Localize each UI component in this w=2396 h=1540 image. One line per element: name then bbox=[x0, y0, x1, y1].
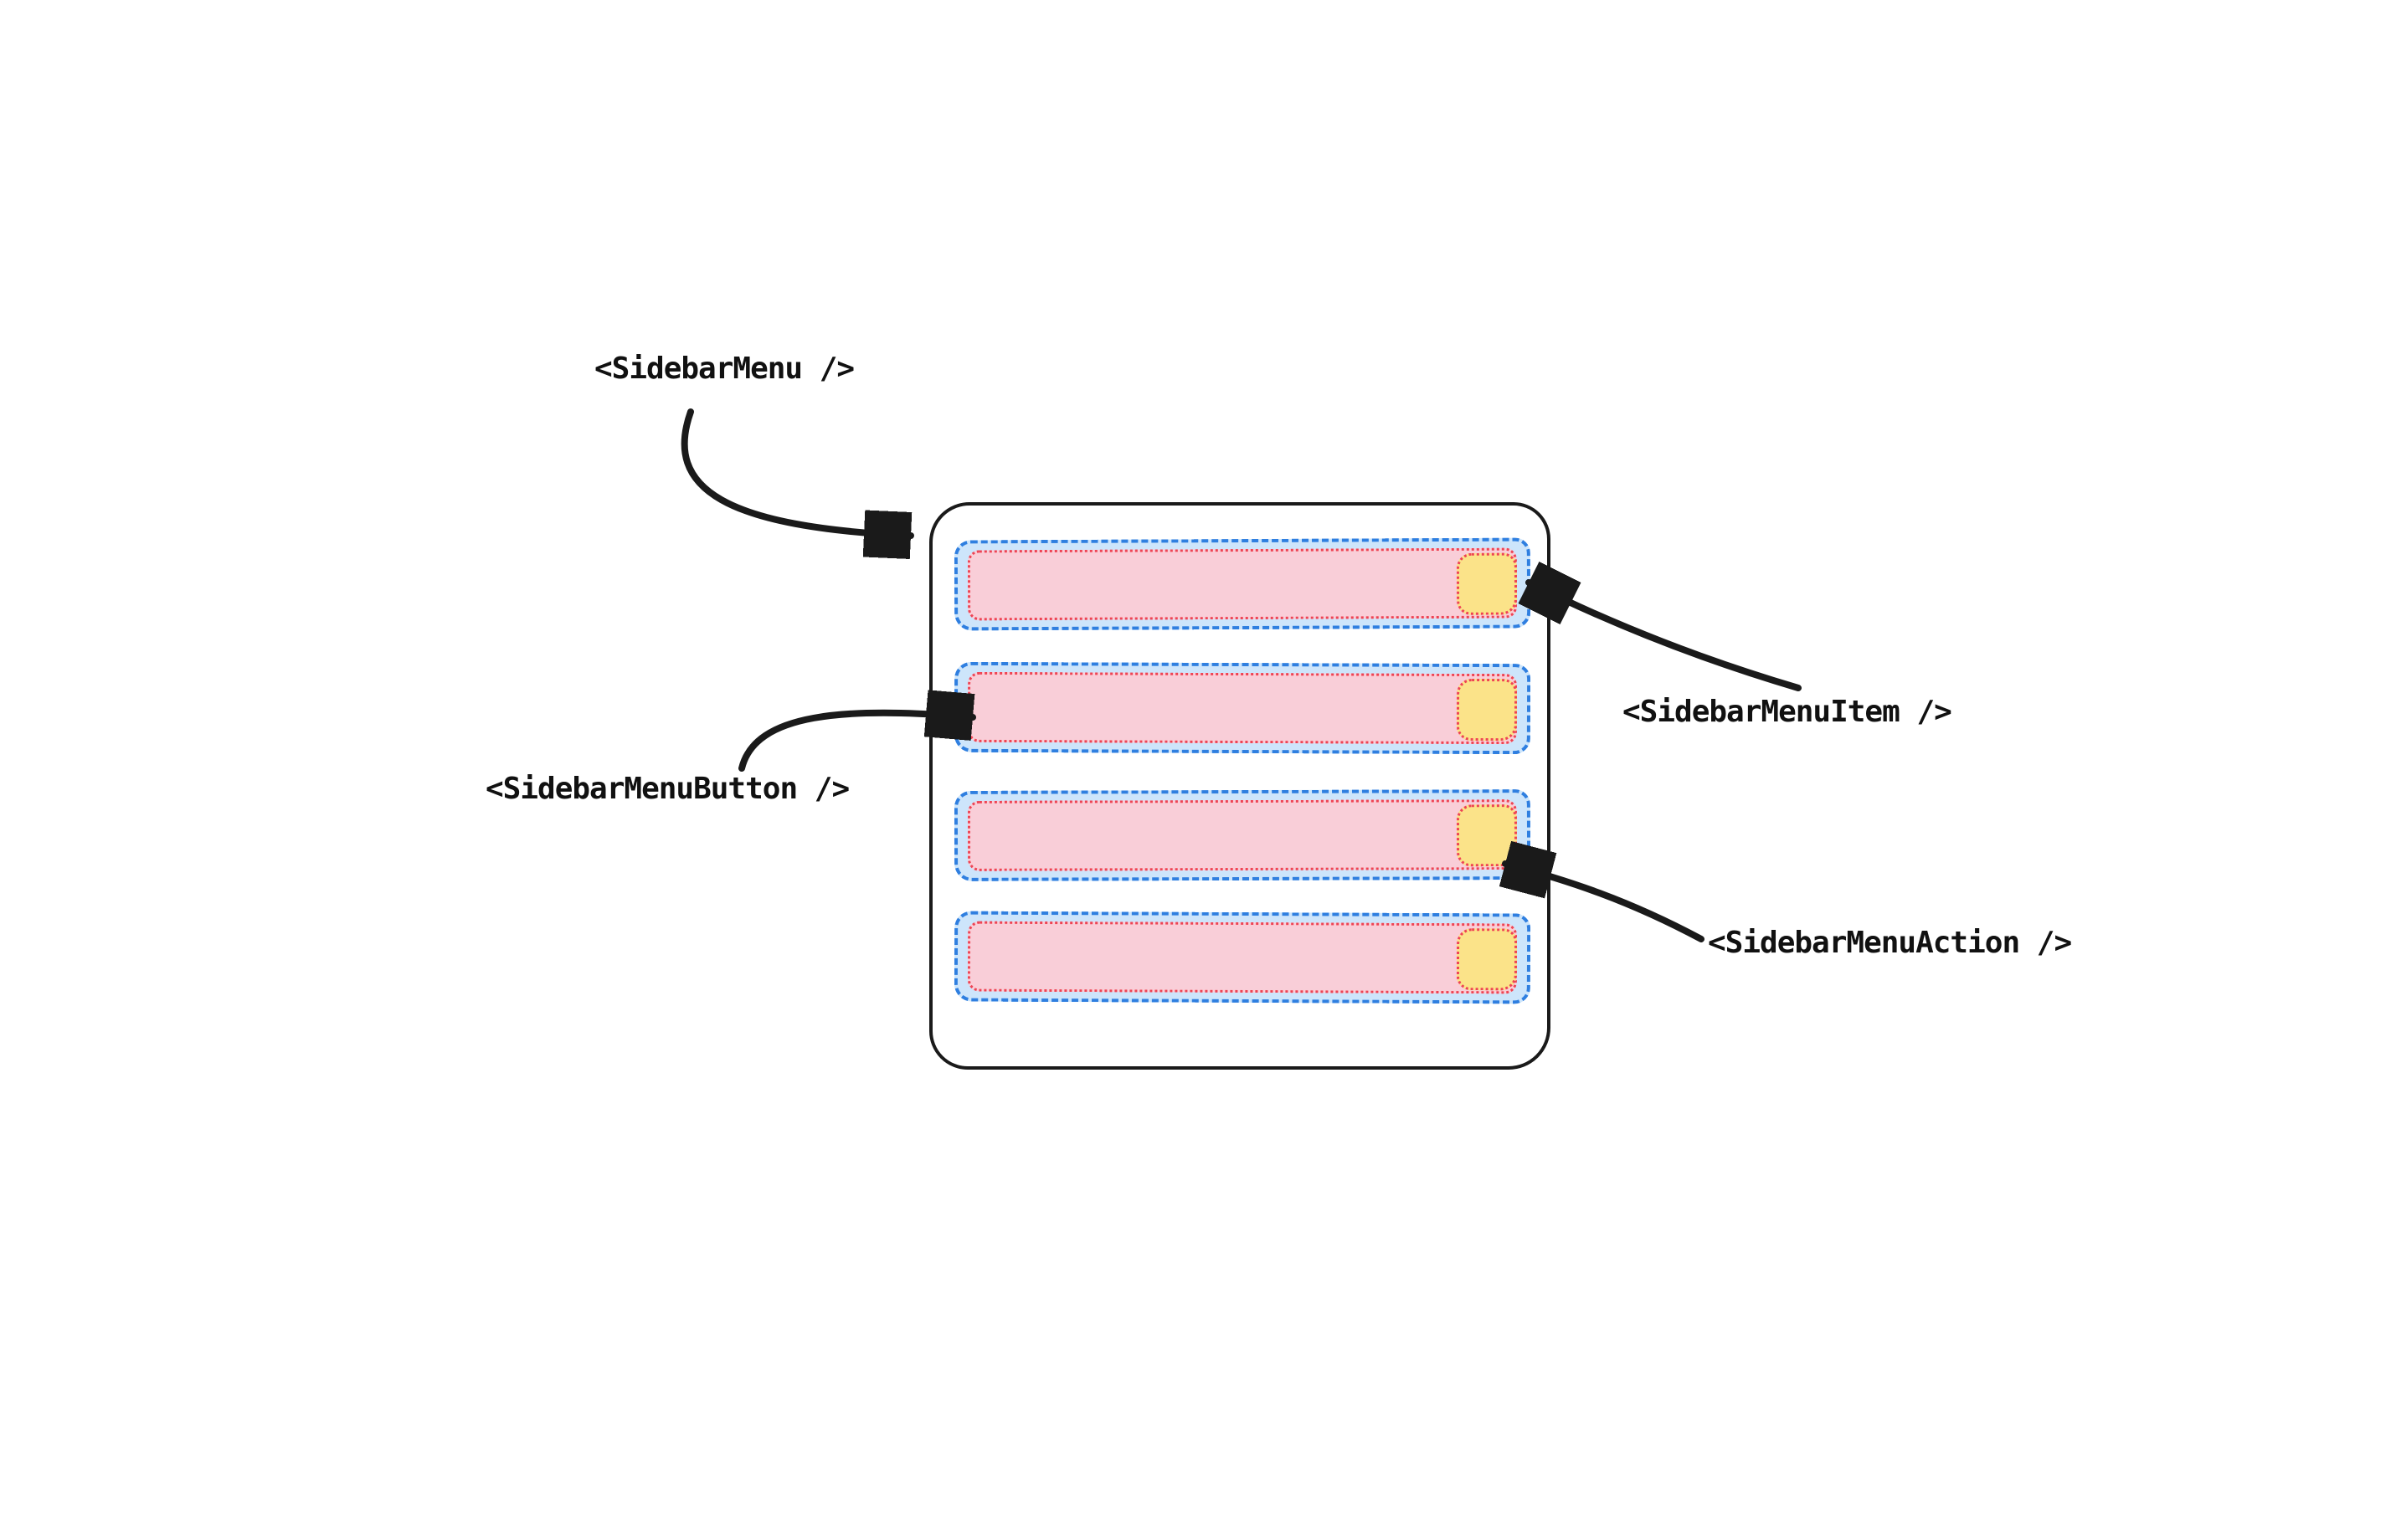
sidebar-menu bbox=[929, 502, 1550, 1070]
sidebar-menu-item bbox=[954, 911, 1531, 1004]
sidebar-menu-item bbox=[954, 661, 1531, 755]
label-sidebar-menu: <SidebarMenu /> bbox=[594, 352, 855, 386]
sidebar-menu-item bbox=[954, 537, 1531, 631]
sidebar-menu-action bbox=[1456, 928, 1518, 991]
sidebar-menu-item bbox=[954, 789, 1531, 881]
label-sidebar-menu-item: <SidebarMenuItem /> bbox=[1622, 695, 1952, 729]
arrow-to-sidebar-menu bbox=[681, 408, 914, 536]
sidebar-menu-button bbox=[967, 547, 1518, 621]
label-sidebar-menu-button: <SidebarMenuButton /> bbox=[486, 772, 850, 806]
sidebar-menu-action bbox=[1456, 552, 1518, 615]
sidebar-menu-button bbox=[967, 921, 1518, 994]
sidebar-menu-action bbox=[1456, 678, 1518, 742]
sidebar-menu-button bbox=[967, 799, 1518, 871]
sidebar-menu-action bbox=[1456, 804, 1518, 867]
arrow-to-sidebar-menu-item bbox=[1529, 583, 1802, 691]
sidebar-menu-button bbox=[967, 671, 1518, 745]
label-sidebar-menu-action: <SidebarMenuAction /> bbox=[1708, 926, 2072, 960]
